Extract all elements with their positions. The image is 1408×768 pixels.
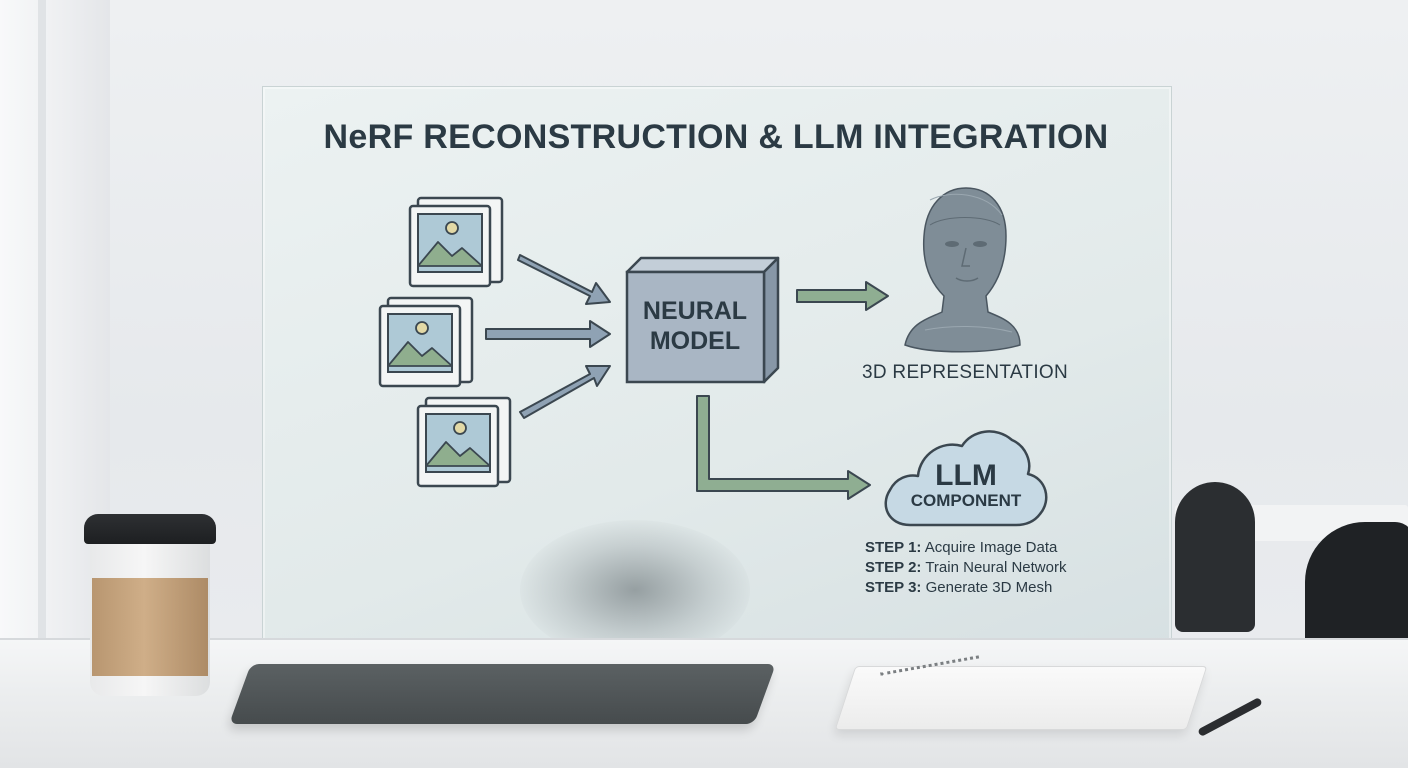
output-arrow-llm <box>696 395 871 500</box>
input-image-3 <box>416 396 512 488</box>
neural-model-label: NEURAL MODEL <box>627 296 763 356</box>
step-text: Acquire Image Data <box>924 539 1058 556</box>
background-chair <box>1175 482 1255 632</box>
background-chair <box>1305 522 1408 642</box>
step-item: STEP 3: Generate 3D Mesh <box>865 578 1066 598</box>
llm-component-label: COMPONENT <box>910 491 1022 510</box>
neural-model-label-line2: MODEL <box>649 327 741 355</box>
step-label: STEP 1: <box>865 539 922 556</box>
input-arrow-2 <box>485 320 611 348</box>
llm-cloud-icon <box>884 430 1048 527</box>
head-bust-icon <box>904 187 1021 353</box>
neural-model-box <box>625 256 780 384</box>
person-shadow <box>520 520 750 660</box>
input-image-1 <box>408 196 504 288</box>
step-text: Train Neural Network <box>925 559 1067 576</box>
llm-label: LLM <box>935 459 997 492</box>
step-text: Generate 3D Mesh <box>925 579 1053 596</box>
neural-model-label-line1: NEURAL <box>642 297 748 325</box>
output-arrow-representation <box>796 281 889 311</box>
step-label: STEP 2: <box>865 559 922 576</box>
input-arrow-3 <box>519 365 611 419</box>
window-frame <box>38 0 46 640</box>
steps-list: STEP 1: Acquire Image Data STEP 2: Train… <box>865 538 1066 598</box>
input-image-2 <box>378 296 474 388</box>
step-item: STEP 1: Acquire Image Data <box>865 538 1066 558</box>
input-arrow-1 <box>517 254 611 305</box>
coffee-cup-lid <box>84 514 216 544</box>
step-item: STEP 2: Train Neural Network <box>865 558 1066 578</box>
representation-label: 3D REPRESENTATION <box>861 362 1069 383</box>
diagram-title: NeRF RECONSTRUCTION & LLM INTEGRATION <box>323 118 1109 156</box>
coffee-cup-sleeve <box>92 578 208 676</box>
tablet-device <box>229 664 776 724</box>
step-label: STEP 3: <box>865 579 922 596</box>
